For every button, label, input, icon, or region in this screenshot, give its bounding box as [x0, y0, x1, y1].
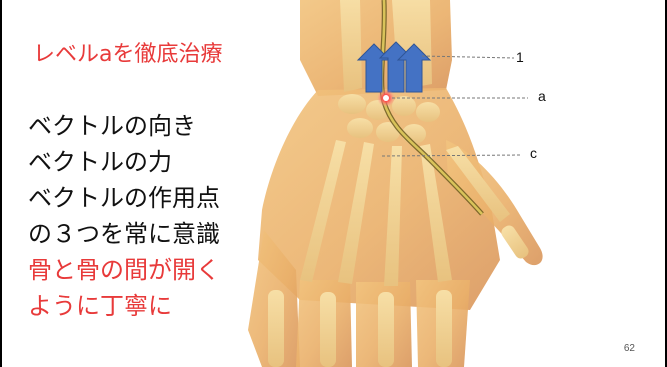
body-line: ベクトルの力	[28, 144, 220, 180]
slide-title: レベルaを徹底治療	[33, 40, 222, 70]
label-1: 1	[516, 49, 524, 65]
body-line: ベクトルの向き	[28, 108, 220, 144]
body-line-highlight: ように丁寧に	[28, 288, 220, 324]
body-line-highlight: 骨と骨の間が開く	[28, 252, 220, 288]
body-line: ベクトルの作用点	[28, 180, 220, 216]
body-text: ベクトルの向き ベクトルの力 ベクトルの作用点 の３つを常に意識 骨と骨の間が開…	[28, 108, 220, 324]
slide-border-left	[0, 0, 2, 367]
body-line: の３つを常に意識	[28, 216, 220, 252]
label-a: a	[538, 88, 546, 104]
label-c: c	[530, 145, 537, 161]
page-number: 62	[624, 343, 635, 354]
vector-arrows	[358, 42, 430, 92]
